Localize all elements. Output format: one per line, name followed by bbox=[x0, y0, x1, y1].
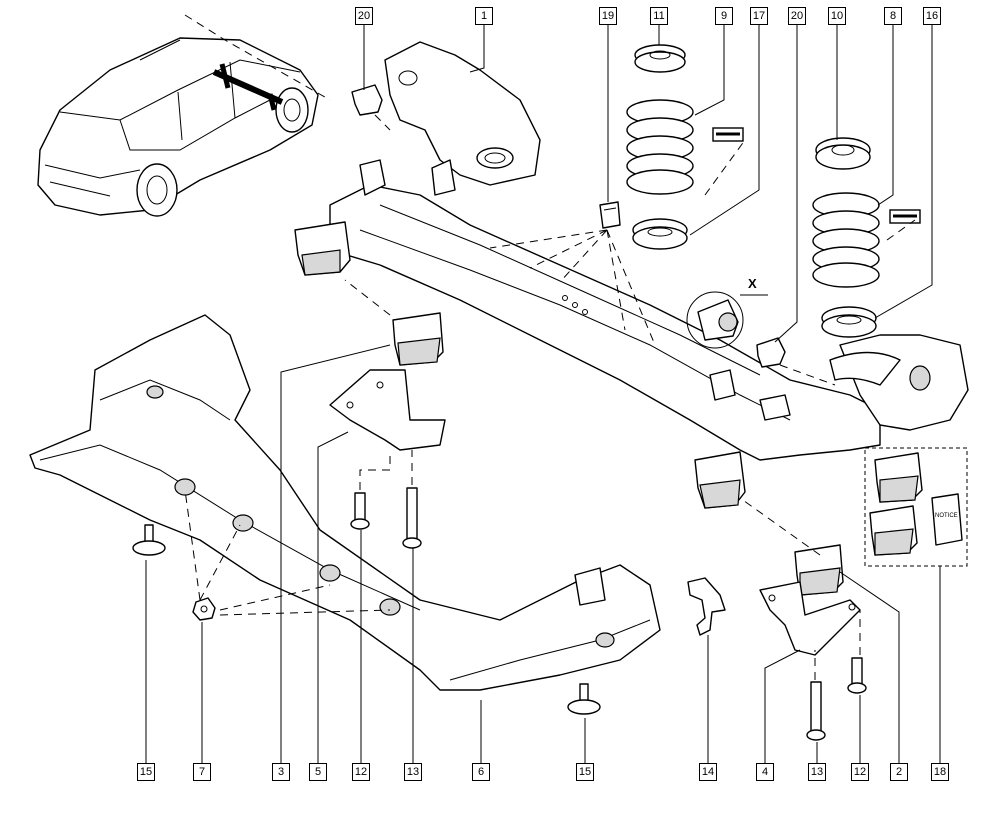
fastener-15-right bbox=[567, 683, 601, 715]
callout-13-right: 13 bbox=[808, 763, 826, 781]
leader-lines bbox=[145, 24, 941, 763]
callout-20-top-left: 20 bbox=[355, 7, 373, 25]
nut-7 bbox=[192, 597, 216, 621]
fastener-15-left bbox=[132, 524, 166, 556]
callout-2: 2 bbox=[890, 763, 908, 781]
vehicle-location-thumbnail bbox=[37, 14, 331, 217]
bolt-13-left bbox=[402, 487, 422, 549]
callout-4: 4 bbox=[756, 763, 774, 781]
bolt-12-left bbox=[350, 492, 370, 530]
callout-10: 10 bbox=[828, 7, 846, 25]
callout-3: 3 bbox=[272, 763, 290, 781]
callout-13-left: 13 bbox=[404, 763, 422, 781]
bracket-4 bbox=[759, 581, 861, 656]
callout-20-top-right: 20 bbox=[788, 7, 806, 25]
right-spring-assembly bbox=[812, 137, 921, 338]
bracket-5 bbox=[329, 369, 446, 451]
callout-14: 14 bbox=[699, 763, 717, 781]
rear-axle-beam bbox=[294, 41, 969, 509]
callout-8: 8 bbox=[884, 7, 902, 25]
bracket-14 bbox=[687, 577, 726, 636]
callout-15-left: 15 bbox=[137, 763, 155, 781]
callout-9: 9 bbox=[715, 7, 733, 25]
callout-19: 19 bbox=[599, 7, 617, 25]
callout-17: 17 bbox=[750, 7, 768, 25]
callout-5: 5 bbox=[309, 763, 327, 781]
detail-x-label: X bbox=[748, 276, 757, 291]
bush-2 bbox=[794, 544, 844, 596]
bush-kit-box: NOTICE bbox=[864, 447, 968, 567]
clip-20-left bbox=[351, 84, 383, 116]
callout-12-right: 12 bbox=[851, 763, 869, 781]
bolt-13-right bbox=[806, 681, 826, 741]
bolt-12-right bbox=[847, 657, 867, 694]
callout-7: 7 bbox=[193, 763, 211, 781]
callout-16: 16 bbox=[923, 7, 941, 25]
assembly-lines bbox=[184, 114, 916, 680]
underbody-shield bbox=[29, 314, 661, 691]
clip-19 bbox=[599, 201, 621, 229]
detail-x-view bbox=[686, 291, 768, 349]
clip-20-right bbox=[756, 337, 786, 368]
callout-12-left: 12 bbox=[352, 763, 370, 781]
callout-18: 18 bbox=[931, 763, 949, 781]
callout-6: 6 bbox=[472, 763, 490, 781]
callout-1: 1 bbox=[475, 7, 493, 25]
left-spring-assembly bbox=[626, 44, 744, 250]
callout-15-right: 15 bbox=[576, 763, 594, 781]
bush-3 bbox=[392, 312, 444, 366]
kit-notice-text: NOTICE bbox=[935, 513, 958, 519]
callout-11: 11 bbox=[650, 7, 668, 25]
